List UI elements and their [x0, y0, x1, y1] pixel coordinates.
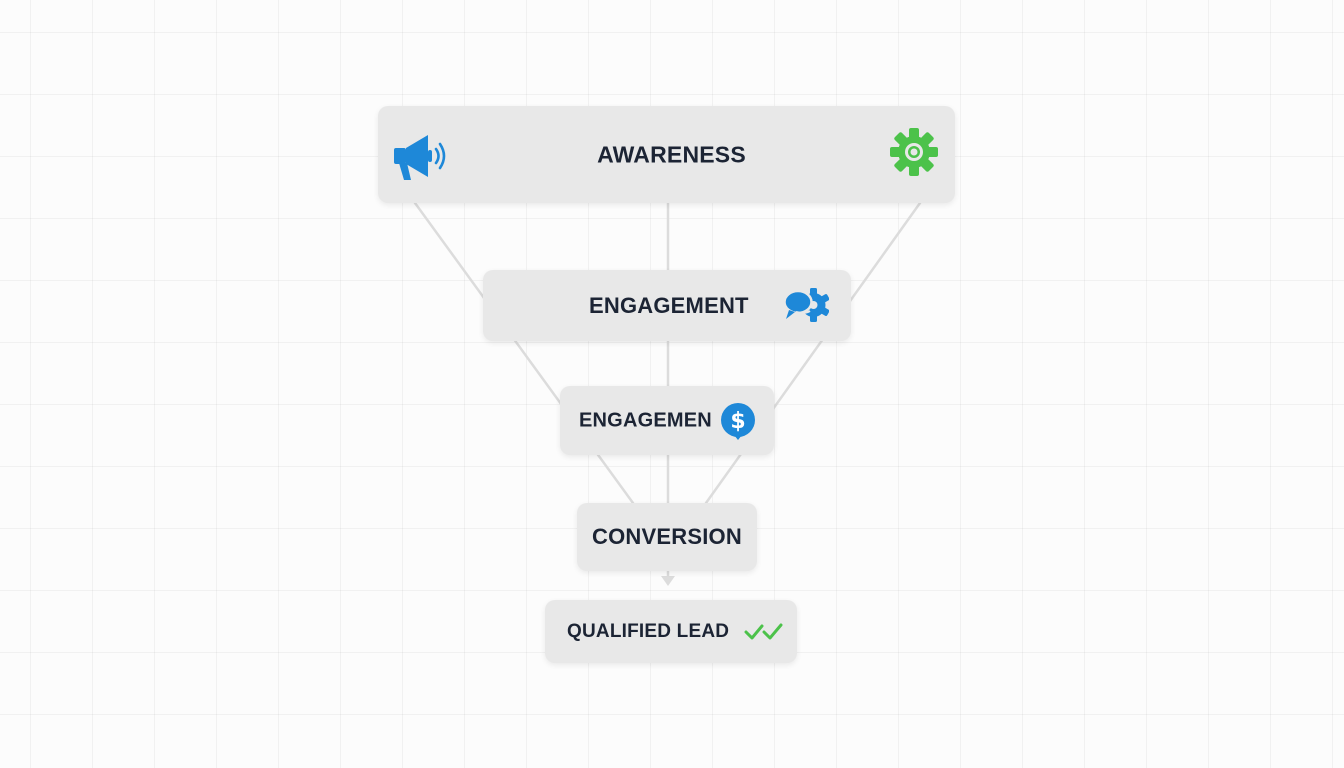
- connector-arrowhead: [661, 576, 675, 586]
- megaphone-icon: [394, 135, 446, 180]
- stage-label: AWARENESS: [597, 141, 746, 167]
- stage-label: ENGAGEMEN: [579, 409, 712, 431]
- stage-qualified-lead: QUALIFIED LEAD: [545, 600, 797, 663]
- chat-gear-icon: [783, 288, 829, 322]
- dollar-icon: $: [721, 403, 755, 440]
- stage-engagemen: ENGAGEMEN $: [560, 386, 774, 455]
- stage-conversion: CONVERSION: [577, 503, 757, 571]
- svg-text:$: $: [730, 409, 745, 434]
- connector-line-left: [413, 201, 635, 505]
- stage-awareness: AWARENESS: [378, 106, 955, 203]
- gear-icon: [890, 128, 938, 176]
- stage-label: ENGAGEMENT: [589, 292, 749, 318]
- stage-engagement: ENGAGEMENT: [483, 270, 851, 341]
- stage-label: CONVERSION: [592, 524, 742, 549]
- double-check-icon: [744, 623, 783, 640]
- stage-label: QUALIFIED LEAD: [567, 620, 730, 642]
- connector-line-right: [704, 201, 922, 505]
